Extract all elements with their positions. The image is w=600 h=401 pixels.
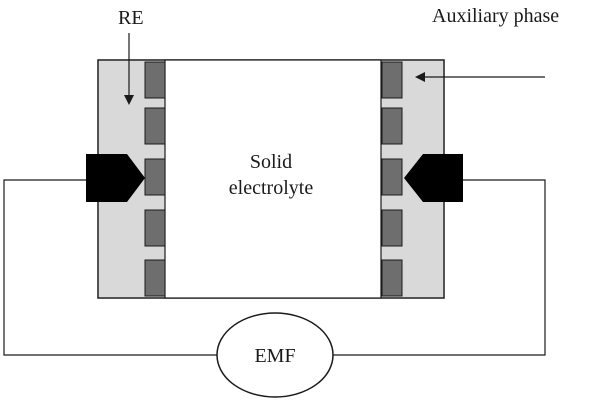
right-electrode-block: [381, 158, 403, 196]
right-electrode-blocks: [381, 61, 403, 297]
solid-electrolyte-region: [164, 59, 382, 299]
right-electrode-block: [381, 259, 403, 297]
electrolyte-label-line2: electrolyte: [229, 177, 314, 199]
right-electrode-block: [381, 107, 403, 145]
auxiliary-phase-label: Auxiliary phase: [432, 5, 559, 27]
left-contact-probe: [86, 154, 145, 202]
left-circuit-wire: [3, 179, 217, 356]
right-circuit-wire: [333, 179, 546, 356]
left-electrode-block: [144, 259, 166, 297]
re-label: RE: [118, 7, 144, 29]
left-electrode-blocks: [144, 61, 166, 297]
right-electrode-block: [381, 209, 403, 247]
electrolyte-label-line1: Solid: [250, 151, 292, 173]
emf-label: EMF: [254, 345, 295, 367]
left-electrode-block: [144, 158, 166, 196]
right-electrode-block: [381, 61, 403, 99]
left-electrode-block: [144, 61, 166, 99]
left-electrode-block: [144, 209, 166, 247]
left-electrode-block: [144, 107, 166, 145]
emf-meter: [216, 312, 334, 398]
right-contact-probe: [404, 154, 463, 202]
